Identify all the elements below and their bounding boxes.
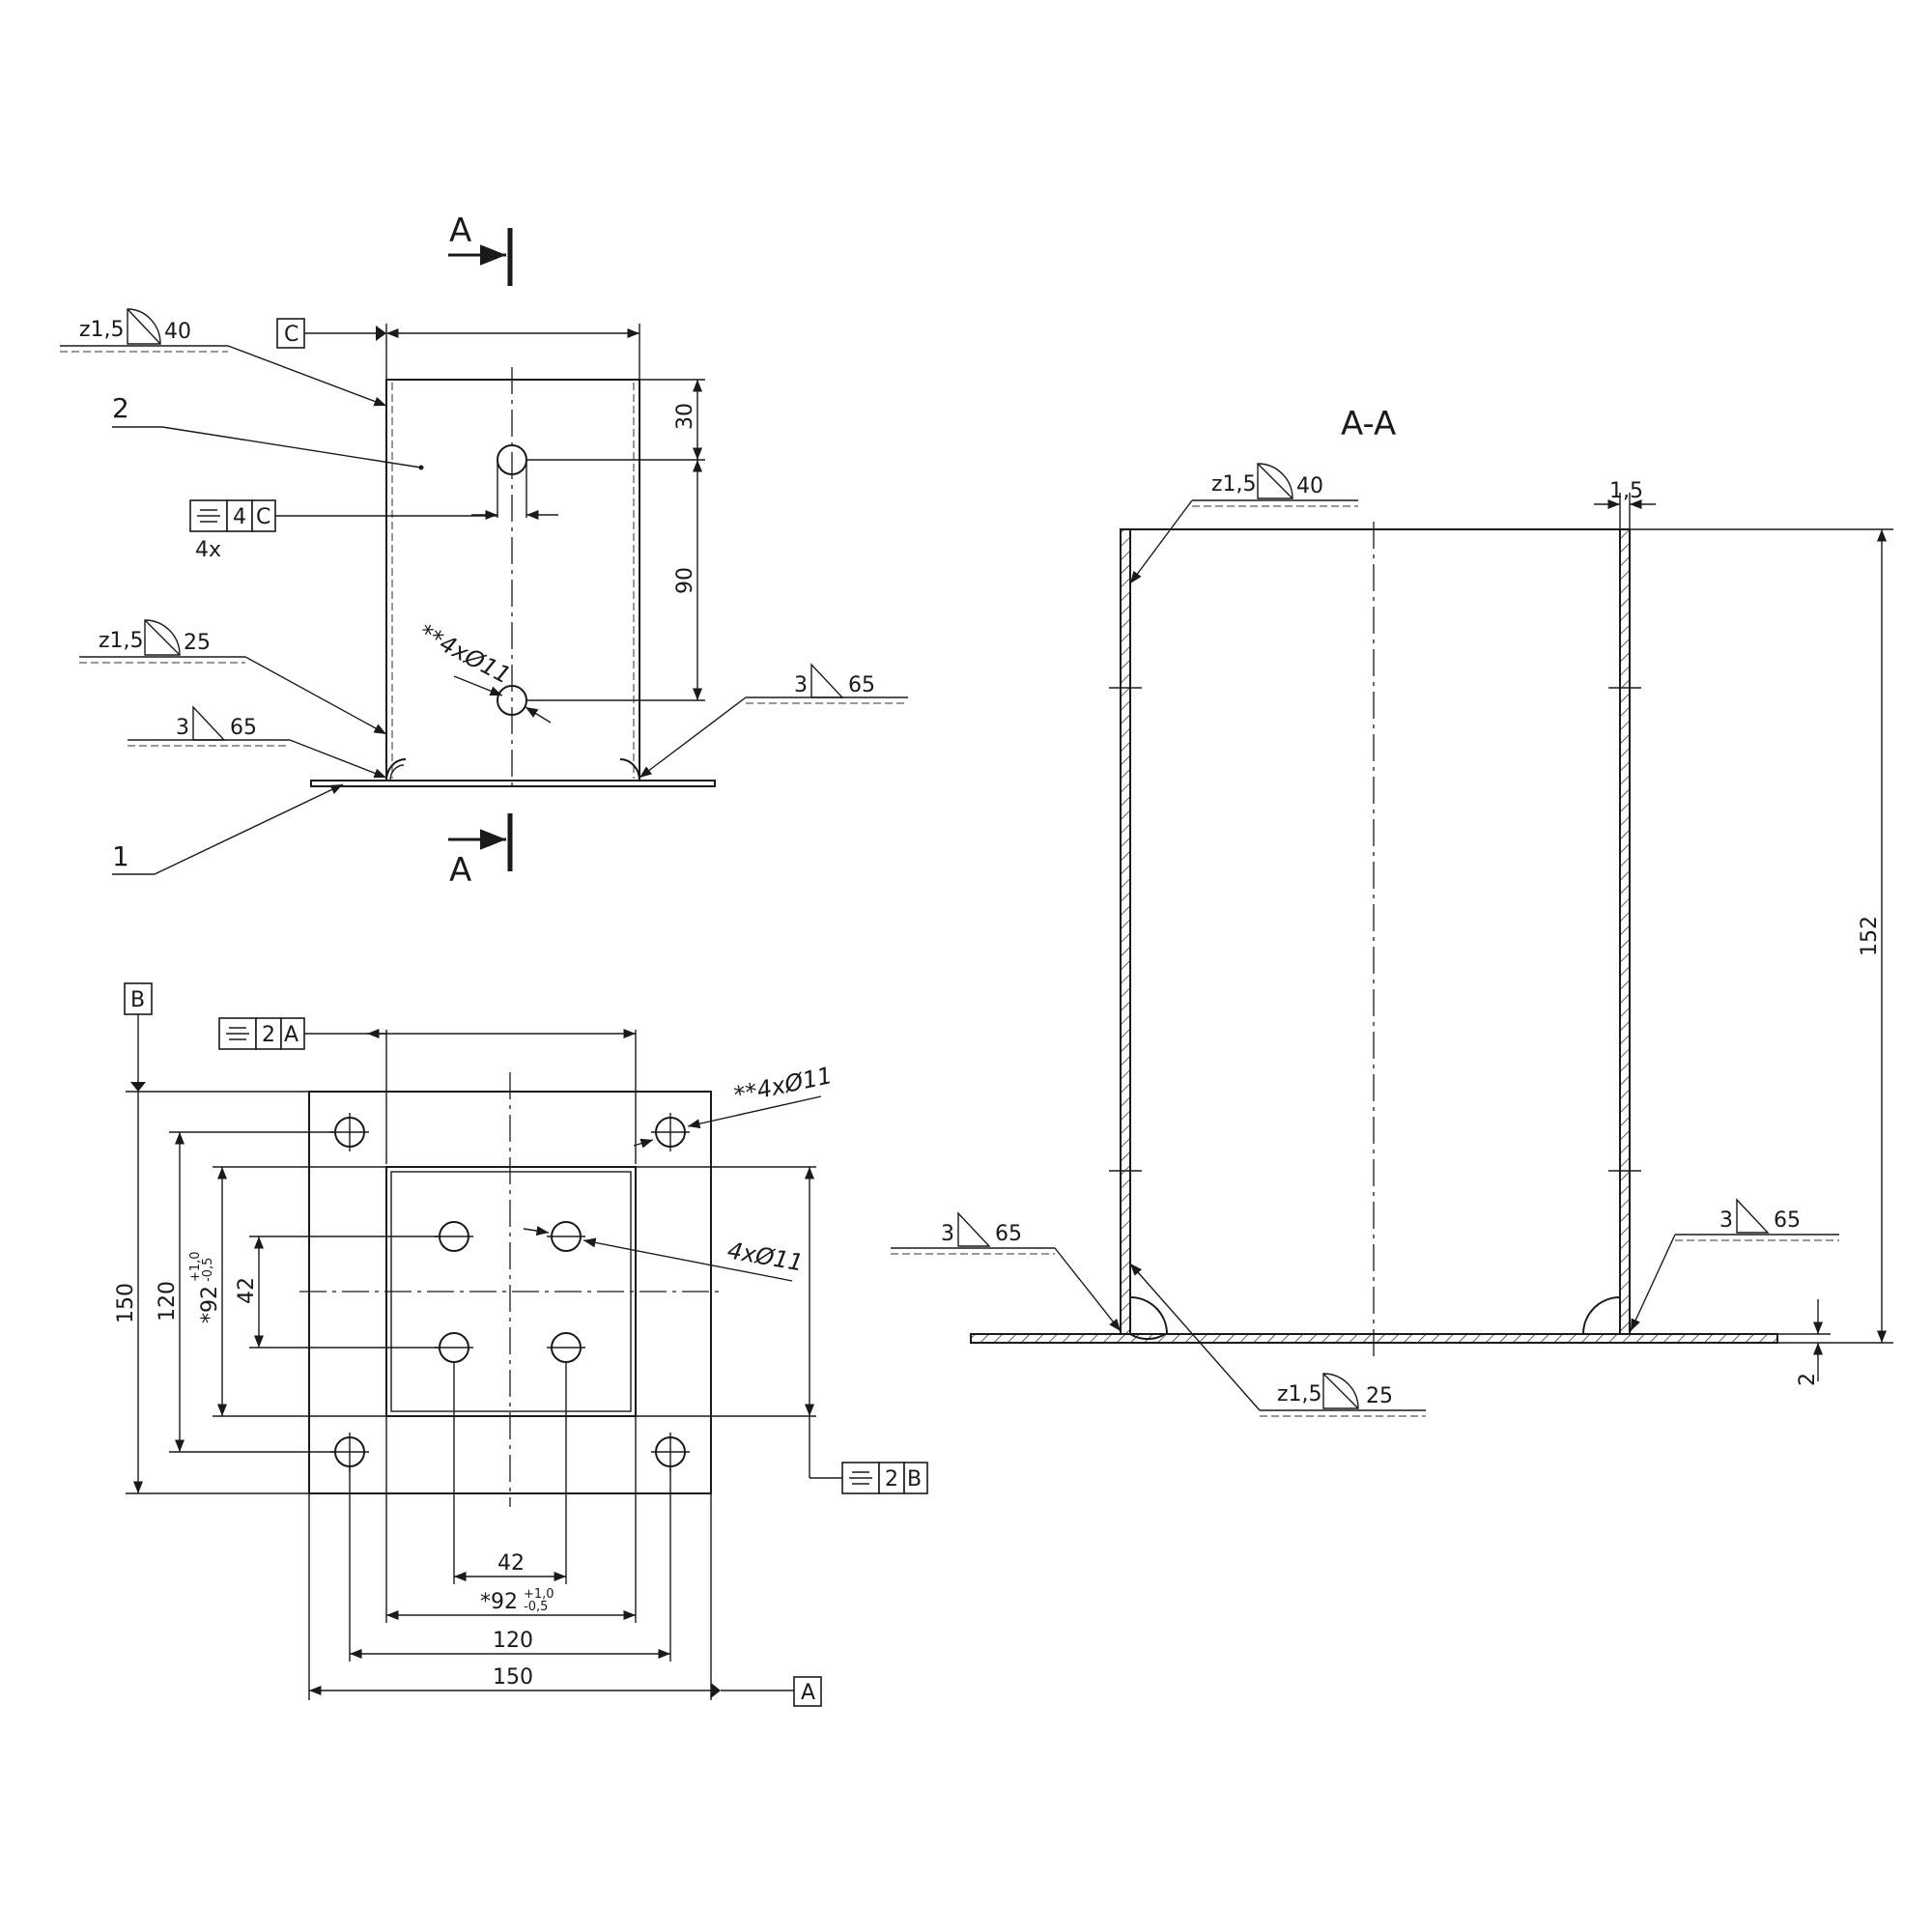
weld-symbol-icon [810, 663, 844, 698]
weld-symbol-right-section: 3 65 [1630, 1198, 1839, 1332]
weld-symbol-icon [957, 1211, 991, 1247]
svg-text:65: 65 [995, 1222, 1022, 1246]
plan-view: B 2 A 2 B [114, 982, 928, 1707]
svg-text:3: 3 [1719, 1208, 1733, 1233]
section-view: A-A 1,5 152 2 [891, 405, 1893, 1417]
datum-c-label: C [284, 323, 298, 347]
svg-text:65: 65 [230, 716, 257, 740]
datum-c-box [276, 318, 305, 349]
section-arrow-top: A [448, 212, 513, 286]
section-title: A-A [1341, 405, 1396, 443]
weld-symbol-right-front: 3 65 [639, 663, 908, 779]
svg-text:65: 65 [1774, 1208, 1801, 1233]
tolerance-frame-right: 2 B [636, 1166, 928, 1494]
outer-holes-label: **4xØ11 [731, 1062, 834, 1109]
dim-150-v: 150 [114, 1283, 138, 1323]
section-mark-bottom: A [449, 851, 471, 890]
dim-120-h: 120 [493, 1629, 533, 1653]
svg-text:-0,5: -0,5 [524, 1600, 548, 1614]
dim-30: 30 [673, 403, 697, 430]
datum-a-label: A [801, 1681, 815, 1705]
part-label-1: 1 [112, 840, 129, 872]
base-plate-front [310, 780, 716, 787]
front-view: A A C [60, 212, 908, 890]
tolerance-frame-top: 2 A [218, 1017, 637, 1164]
part-label-2: 2 [112, 392, 129, 424]
svg-text:A: A [284, 1023, 298, 1047]
dim-92-v: *92 [198, 1286, 222, 1323]
svg-text:40: 40 [1296, 474, 1323, 498]
tol-count-front: 4x [195, 538, 221, 562]
svg-text:2: 2 [262, 1023, 275, 1047]
svg-text:3: 3 [941, 1222, 954, 1246]
dim-42-v: 42 [235, 1277, 259, 1304]
svg-text:+1,0: +1,0 [524, 1587, 554, 1602]
svg-text:z1,5: z1,5 [99, 629, 144, 653]
section-mark-top: A [449, 212, 471, 250]
weld-symbol-icon [192, 705, 226, 741]
svg-text:3: 3 [176, 716, 189, 740]
weld-symbol-left-front: 3 65 [128, 705, 387, 779]
weld-symbol-left-section: 3 65 [891, 1211, 1122, 1332]
weld-symbol-top-front: z1,5 40 [60, 308, 387, 407]
svg-text:25: 25 [1366, 1384, 1393, 1408]
svg-text:z1,5: z1,5 [1277, 1382, 1322, 1406]
dim-90: 90 [673, 567, 697, 594]
weld-symbol-top-section: z1,5 40 [1129, 463, 1358, 584]
dim-152: 152 [1858, 916, 1882, 956]
svg-text:z1,5: z1,5 [1211, 472, 1257, 497]
post-body-front [385, 379, 640, 781]
dim-150-h: 150 [493, 1665, 533, 1690]
section-arrow-bottom: A [448, 813, 513, 890]
svg-text:40: 40 [164, 320, 191, 344]
dim-42-h: 42 [497, 1551, 525, 1576]
tolerance-frame-front: 4 C 4x [189, 499, 497, 562]
section-wall-left [1120, 528, 1131, 1335]
weld-symbol-bottom-section: z1,5 25 [1129, 1263, 1426, 1417]
dim-120-v: 120 [156, 1281, 180, 1321]
section-wall-right [1619, 528, 1631, 1335]
weld-symbol-mid-front: z1,5 25 [79, 619, 387, 735]
svg-text:65: 65 [848, 673, 875, 697]
datum-a-box [793, 1676, 822, 1707]
svg-text:25: 25 [184, 631, 211, 655]
holes-label-front: **4xØ11 [414, 619, 515, 690]
svg-text:-0,5: -0,5 [201, 1258, 215, 1282]
svg-text:2: 2 [885, 1467, 898, 1492]
tol-datum-front: C [256, 505, 270, 529]
dim-1-5: 1,5 [1609, 479, 1643, 503]
datum-b-label: B [130, 988, 145, 1012]
dim-2: 2 [1796, 1373, 1820, 1386]
svg-text:B: B [907, 1467, 922, 1492]
weld-symbol-icon [1736, 1198, 1770, 1234]
svg-text:z1,5: z1,5 [79, 318, 125, 342]
svg-text:+1,0: +1,0 [188, 1251, 203, 1282]
tol-value-front: 4 [233, 505, 246, 529]
svg-text:3: 3 [794, 673, 808, 697]
dim-92-h: *92 [480, 1590, 518, 1614]
